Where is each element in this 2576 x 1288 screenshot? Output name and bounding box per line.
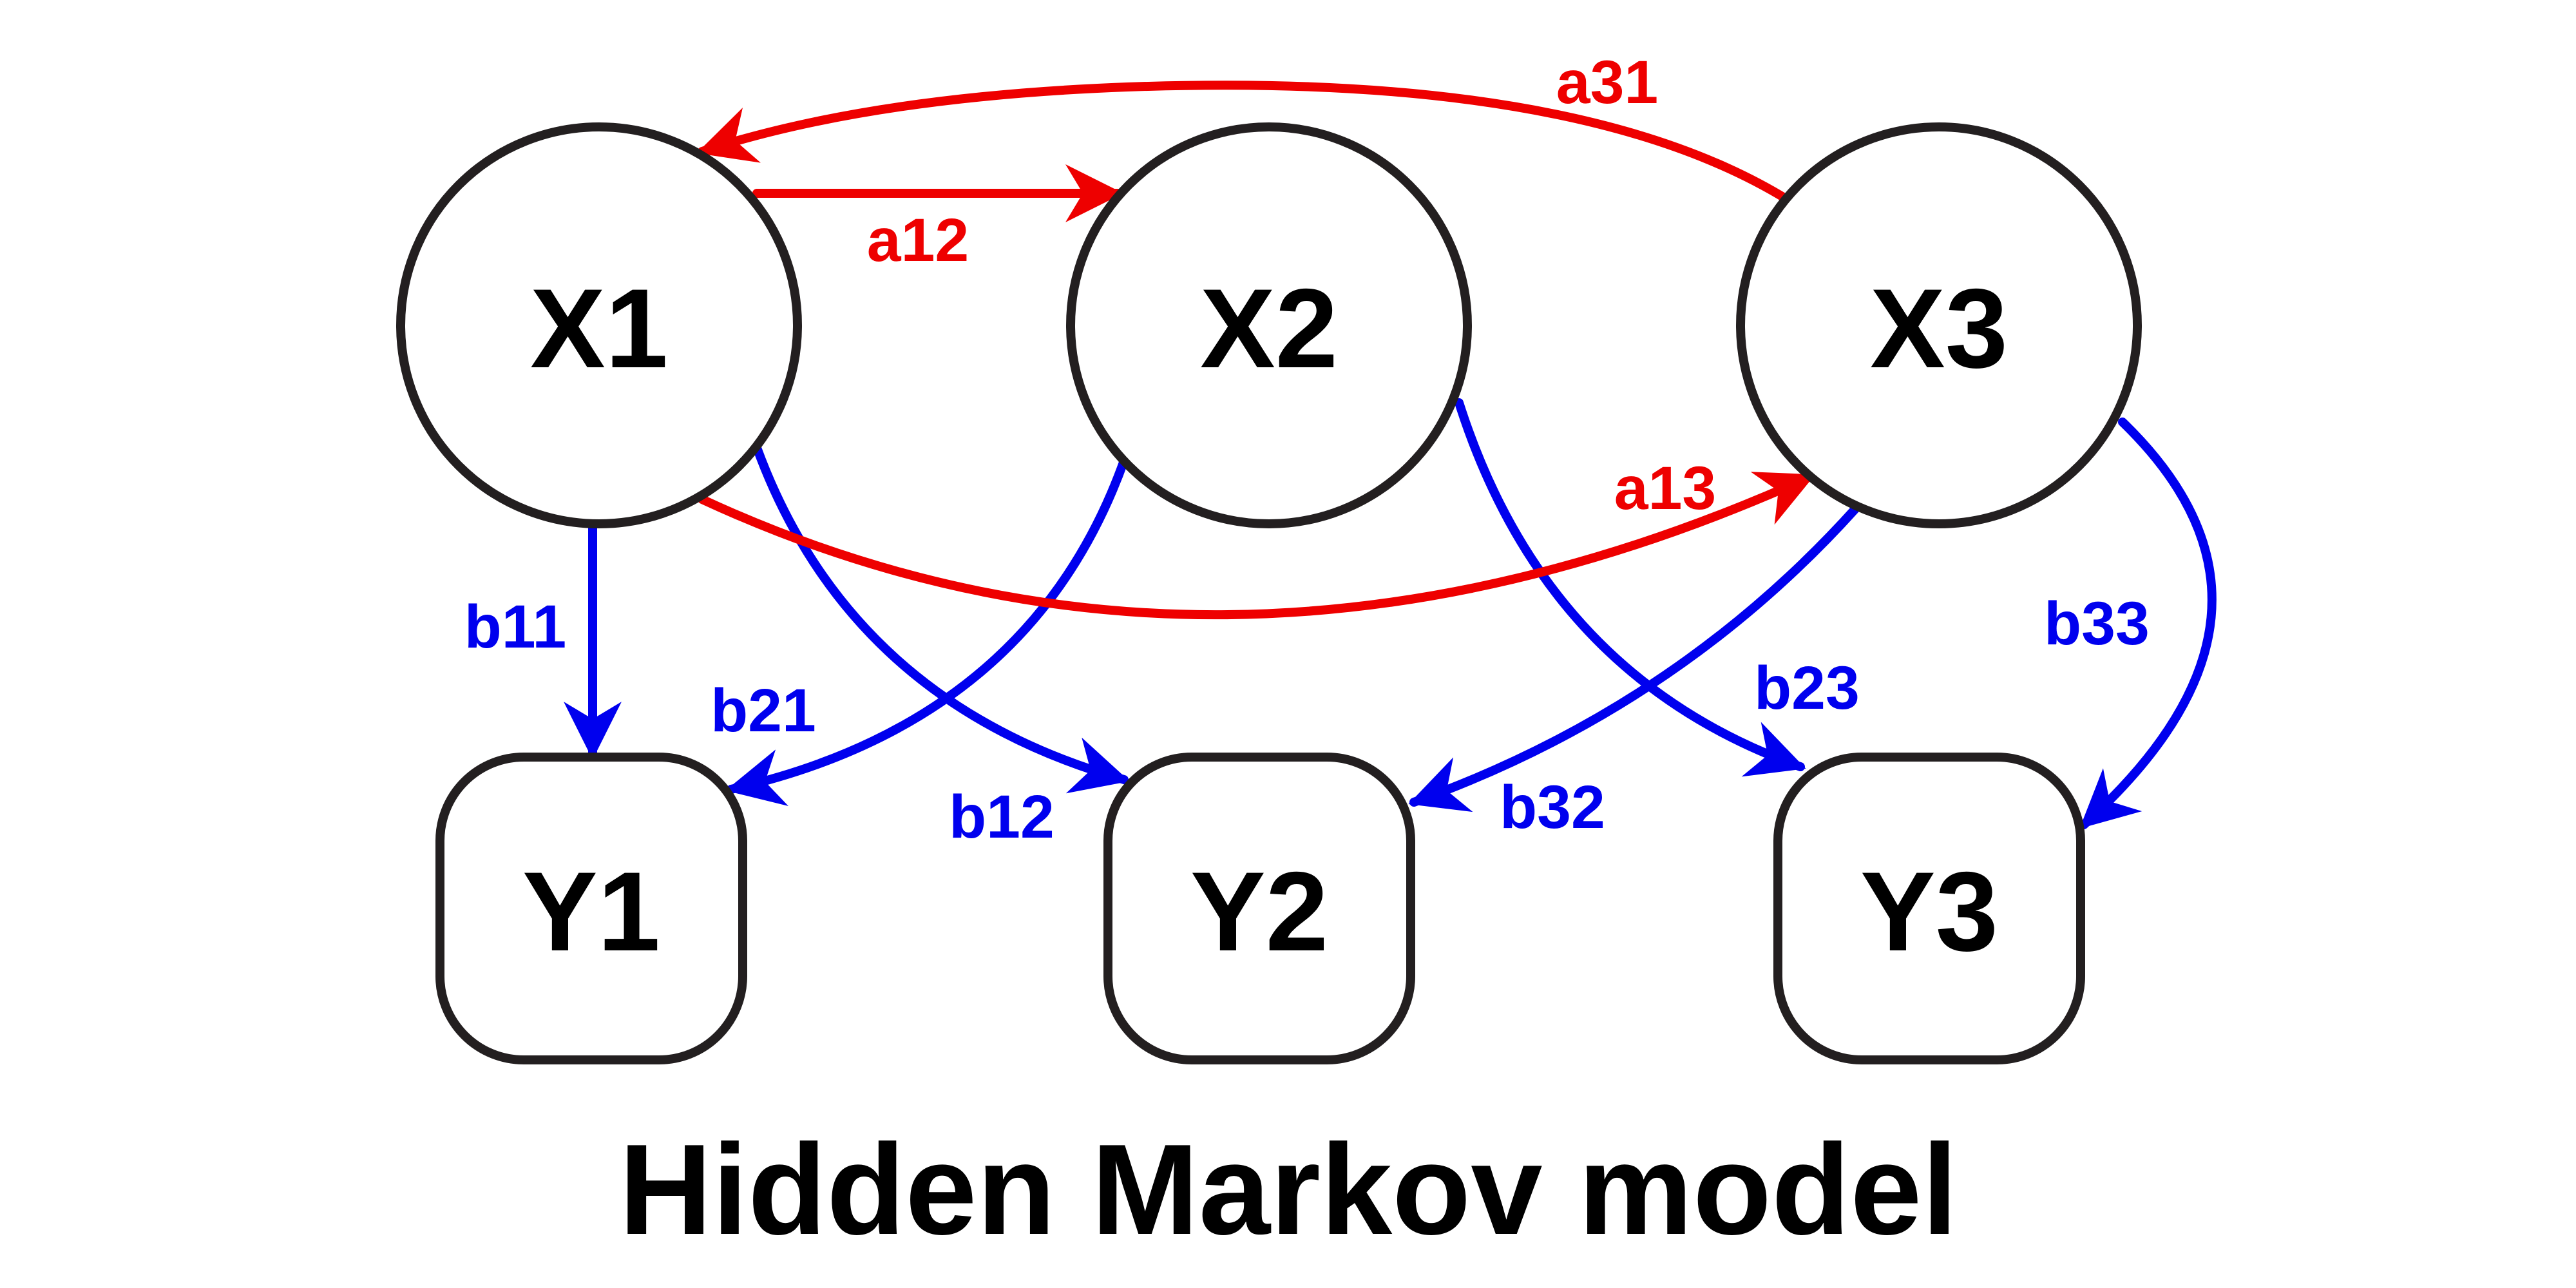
observations: Y1 Y2 Y3 <box>435 753 2085 1064</box>
observation-y2[interactable]: Y2 <box>1103 753 1415 1064</box>
node-label-x1: X1 <box>530 266 668 392</box>
hidden-state-x1[interactable]: X1 <box>396 122 802 528</box>
label-b33: b33 <box>2044 590 2150 658</box>
emission-edges <box>564 398 2217 829</box>
node-label-y1: Y1 <box>522 849 660 975</box>
observation-y1[interactable]: Y1 <box>435 753 747 1064</box>
edge-b32 <box>1408 505 1860 812</box>
node-box <box>1103 753 1415 1064</box>
edge-a31 <box>696 81 1792 204</box>
edge-b21 <box>725 456 1129 807</box>
node-label-x3: X3 <box>1870 266 2008 392</box>
transition-labels: a12 a13 a31 <box>867 48 1717 523</box>
edge-b23 <box>1455 398 1806 777</box>
node-label-x2: X2 <box>1200 266 1338 392</box>
observation-y3[interactable]: Y3 <box>1773 753 2085 1064</box>
label-b12: b12 <box>949 783 1054 851</box>
label-b11: b11 <box>464 593 566 661</box>
node-circle <box>1736 122 2142 528</box>
label-a13: a13 <box>1614 454 1717 523</box>
node-circle <box>1066 122 1472 528</box>
diagram-title: Hidden Markov model <box>619 1118 1958 1262</box>
edge-a13 <box>698 472 1816 620</box>
edge-b12 <box>752 443 1130 794</box>
label-b32: b32 <box>1500 773 1605 841</box>
hidden-state-x3[interactable]: X3 <box>1736 122 2142 528</box>
hidden-state-x2[interactable]: X2 <box>1066 122 1472 528</box>
node-circle <box>396 122 802 528</box>
label-b23: b23 <box>1754 654 1860 722</box>
hidden-states: X1 X2 X3 <box>396 122 2142 528</box>
label-a12: a12 <box>867 206 969 274</box>
node-label-y3: Y3 <box>1860 849 1998 975</box>
node-label-y2: Y2 <box>1190 849 1328 975</box>
label-b21: b21 <box>711 677 816 745</box>
node-box <box>435 753 747 1064</box>
node-box <box>1773 753 2085 1064</box>
edge-b33 <box>2079 418 2217 829</box>
emission-labels: b11 b12 b21 b23 b32 b33 <box>464 590 2150 851</box>
transition-edges <box>696 81 1816 620</box>
label-a31: a31 <box>1556 48 1659 117</box>
